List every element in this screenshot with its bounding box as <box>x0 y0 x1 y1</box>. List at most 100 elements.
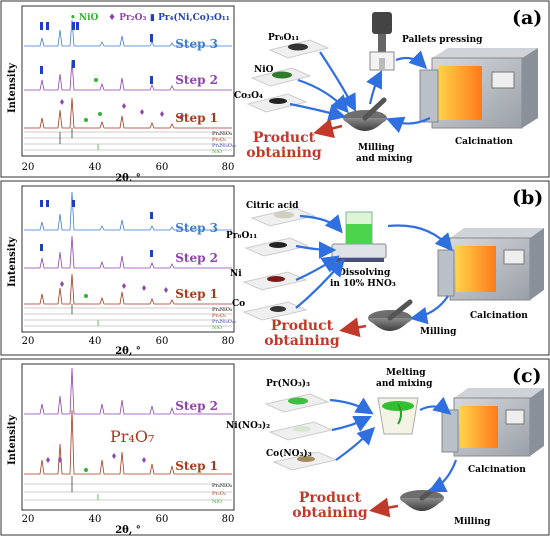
xtick-80: 80 <box>222 162 235 173</box>
ref-2: Pr₂O₃ <box>212 313 226 319</box>
calcination-label: Calcination <box>470 311 528 321</box>
pattern-step1 <box>24 273 232 305</box>
product-line2: obtaining <box>246 145 322 161</box>
flow-arrows <box>329 396 458 492</box>
reagent-4: Co <box>232 299 245 309</box>
step2-label: Step 2 <box>175 399 218 413</box>
in-label: in 10% HNO₃ <box>330 279 396 289</box>
mortar <box>343 97 387 131</box>
legend-pr2o3: ♦ Pr₂O₃ <box>108 13 146 23</box>
product-line1: Product <box>271 318 334 334</box>
xtick-20: 20 <box>22 336 35 347</box>
milling-label: Milling <box>420 327 457 337</box>
peak-markers <box>40 22 184 122</box>
pressing-label: Pallets pressing <box>402 35 483 45</box>
ref-4: NiO <box>212 149 222 155</box>
calcination-label: Calcination <box>468 465 526 475</box>
step3-label: Step 3 <box>175 37 218 51</box>
step1-label: Step 1 <box>175 111 218 125</box>
panel-a-scheme: (a) Pr₆O₁₁ NiO Co₃O₄ Pal <box>234 7 542 164</box>
furnace <box>419 48 538 129</box>
xlabel: 2θ, ° <box>115 525 141 536</box>
xtick-40: 40 <box>89 162 102 173</box>
flow-arrows <box>289 50 431 134</box>
panel-letter: (a) <box>512 7 542 29</box>
pattern-step1 <box>24 409 232 475</box>
stirrer-beaker <box>331 211 387 262</box>
xtick-80: 80 <box>222 336 235 347</box>
panel-letter: (c) <box>512 365 542 387</box>
xlabel: 2θ, ° <box>115 346 141 357</box>
melting-label: Melting <box>386 368 426 378</box>
xtick-40: 40 <box>89 336 102 347</box>
ref-4: NiO <box>212 325 222 331</box>
xtick-60: 60 <box>156 162 169 173</box>
panel-c-scheme: (c) Pr(NO₃)₃ Ni(NO₃)₂ Co(NO₃)₃ Melting a… <box>226 365 544 527</box>
ref-3: Pr₄Ni₃O₁₀ <box>212 143 236 149</box>
reagent-2: Pr₆O₁₁ <box>226 231 257 241</box>
product-line2: obtaining <box>292 505 368 521</box>
reagent-papers <box>242 207 316 321</box>
panel-a-legend: • NiO ♦ Pr₂O₃ ▮ Pr₄(Ni,Co)₃O₁₁ <box>70 12 230 23</box>
milling-label: Milling <box>358 143 395 153</box>
product-arrow <box>369 497 399 518</box>
reference-patterns <box>24 304 232 327</box>
xtick-60: 60 <box>156 514 169 525</box>
reagent-3: Co(NO₃)₃ <box>266 448 312 459</box>
pattern-step2 <box>24 59 232 91</box>
pattern-step1 <box>24 97 232 129</box>
mixing-label: and mixing <box>356 154 413 164</box>
panel-b-xrd-chart: Step 3 Step 2 Step 1 Pr₄NiO₉ Pr₂O₃ Pr₄Ni… <box>7 185 236 357</box>
ref-3: Pr₄Ni₃O₁₀ <box>212 319 236 325</box>
furnace <box>441 388 544 457</box>
panel-c: Pr₄O₇ Step 2 Step 1 Pr₄NiO₉ Pr₂O₃ NiO In… <box>0 358 550 536</box>
ref-1: Pr₄NiO₉ <box>212 483 232 489</box>
legend-pr4: ▮ Pr₄(Ni,Co)₃O₁₁ <box>150 12 230 23</box>
dissolving-label: Dissolving <box>338 268 391 278</box>
pellet-press <box>369 12 395 71</box>
reference-patterns <box>24 476 232 501</box>
xtick-20: 20 <box>22 514 35 525</box>
reagent-2: Ni(NO₃)₂ <box>226 420 270 431</box>
product-line2: obtaining <box>264 333 340 349</box>
reagent-1: Pr₆O₁₁ <box>268 33 299 43</box>
product-arrow <box>313 118 343 139</box>
legend-nio: • NiO <box>70 13 99 23</box>
reagent-1: Citric acid <box>246 201 299 211</box>
peak-markers <box>40 200 168 298</box>
step2-label: Step 2 <box>175 251 218 265</box>
calcination-label: Calcination <box>455 137 513 147</box>
xlabel: 2θ, ° <box>115 173 141 184</box>
step3-label: Step 3 <box>175 221 218 235</box>
step1-label: Step 1 <box>175 287 218 301</box>
pattern-step2 <box>24 235 232 269</box>
ref-1: Pr₄NiO₉ <box>212 307 232 313</box>
product-line1: Product <box>253 130 316 146</box>
ylabel: Intensity <box>7 236 18 287</box>
product-line1: Product <box>299 490 362 506</box>
mortar <box>368 299 413 331</box>
peak-markers <box>46 453 146 472</box>
mixing-label: and mixing <box>376 379 433 389</box>
milling-label: Milling <box>454 517 491 527</box>
xtick-60: 60 <box>156 336 169 347</box>
pattern-step2 <box>24 367 232 415</box>
step1-label: Step 1 <box>175 459 218 473</box>
reagent-1: Pr(NO₃)₃ <box>266 378 310 389</box>
ref-3: NiO <box>212 499 222 505</box>
panel-a-xrd-chart: • NiO ♦ Pr₂O₃ ▮ Pr₄(Ni,Co)₃O₁₁ Ste <box>7 5 236 184</box>
panel-a: • NiO ♦ Pr₂O₃ ▮ Pr₄(Ni,Co)₃O₁₁ Ste <box>0 0 550 184</box>
panel-b: Step 3 Step 2 Step 1 Pr₄NiO₉ Pr₂O₃ Pr₄Ni… <box>0 180 550 357</box>
ref-2: Pr₂O₃ <box>212 137 226 143</box>
xtick-20: 20 <box>22 162 35 173</box>
reagent-papers <box>264 393 338 471</box>
phase-label: Pr₄O₇ <box>110 427 154 446</box>
melting-beaker <box>377 397 419 435</box>
ylabel: Intensity <box>7 414 18 465</box>
panel-c-xrd-chart: Pr₄O₇ Step 2 Step 1 Pr₄NiO₉ Pr₂O₃ NiO In… <box>7 363 235 536</box>
reagent-2: NiO <box>254 65 274 75</box>
panel-b-scheme: (b) Citric acid Pr₆O₁₁ Ni Co <box>226 187 544 349</box>
product-arrow <box>339 317 367 338</box>
step2-label: Step 2 <box>175 73 218 87</box>
